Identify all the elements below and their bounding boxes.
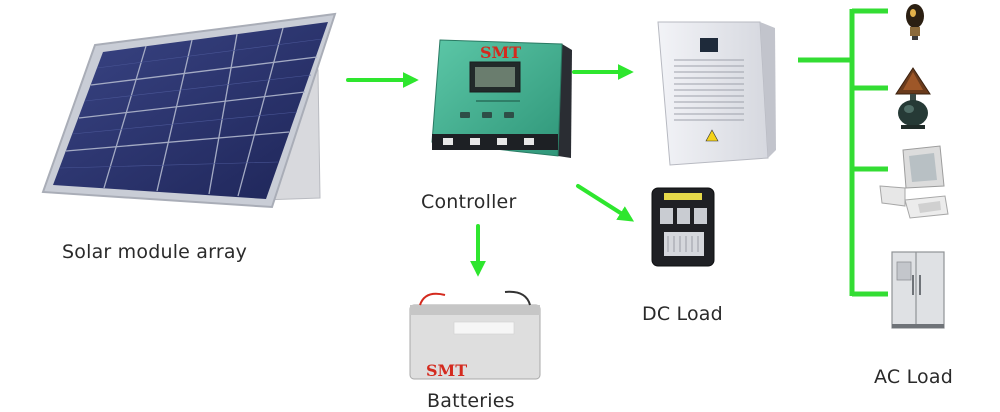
battery-image: SMT bbox=[409, 290, 541, 380]
inverter-image bbox=[657, 21, 776, 166]
refrigerator-icon bbox=[891, 251, 945, 329]
solar-panel-image bbox=[41, 12, 337, 209]
controller-label: Controller bbox=[421, 191, 517, 213]
dc-load-label: DC Load bbox=[642, 303, 723, 325]
ac-load-label: AC Load bbox=[874, 366, 953, 388]
controller-logo: SMT bbox=[480, 43, 521, 62]
battery-logo: SMT bbox=[426, 361, 467, 380]
desktop-computer-icon bbox=[879, 145, 949, 219]
solar-module-array-label: Solar module array bbox=[62, 241, 248, 263]
charge-controller-image: SMT bbox=[431, 39, 572, 158]
table-lamp-icon bbox=[895, 67, 931, 129]
flow-arrows bbox=[346, 64, 635, 277]
light-bulb-icon bbox=[906, 4, 924, 40]
batteries-label: Batteries bbox=[427, 390, 515, 412]
dc-load-device-image bbox=[651, 187, 715, 267]
arrow-controller-to-dc-load bbox=[576, 184, 635, 222]
ac-bus bbox=[798, 8, 888, 297]
